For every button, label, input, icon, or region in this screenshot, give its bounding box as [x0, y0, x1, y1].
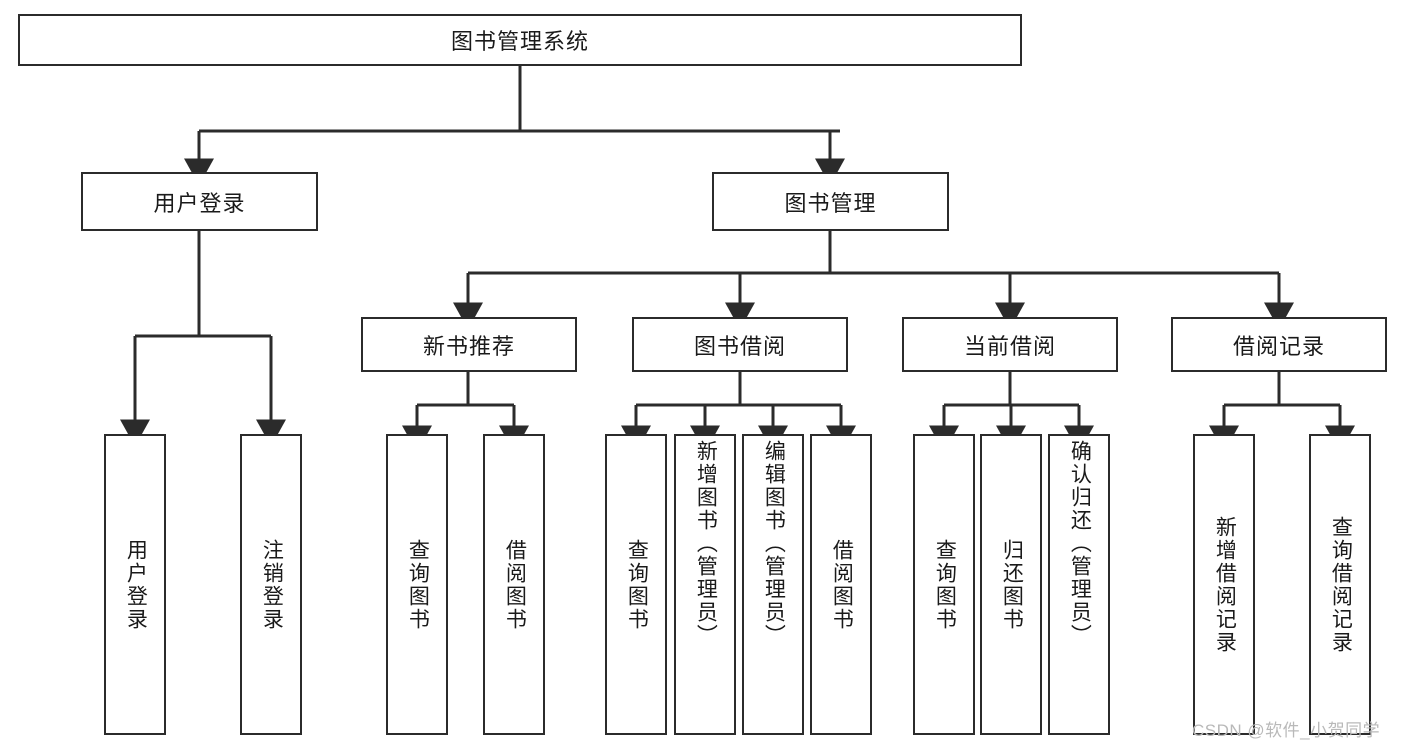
node-label: 查询图书: [933, 538, 957, 631]
leaf-book-borrow-borrow[interactable]: 借阅图书: [810, 434, 872, 735]
leaf-new-book-query[interactable]: 查询图书: [386, 434, 448, 735]
node-book-management[interactable]: 图书管理: [712, 172, 949, 231]
node-label: 新增借阅记录: [1213, 515, 1237, 654]
leaf-borrow-record-add[interactable]: 新增借阅记录: [1193, 434, 1255, 735]
node-label: 确认归还（管理员）: [1068, 440, 1092, 647]
leaf-book-borrow-edit[interactable]: 编辑图书（管理员）: [742, 434, 804, 735]
node-label: 用户登录: [153, 190, 246, 216]
node-label: 借阅图书: [830, 538, 854, 631]
node-label: 注销登录: [260, 538, 284, 631]
node-root-system[interactable]: 图书管理系统: [18, 14, 1022, 66]
node-label: 借阅记录: [1232, 333, 1325, 359]
node-label: 编辑图书（管理员）: [762, 440, 786, 647]
node-book-borrow[interactable]: 图书借阅: [632, 317, 848, 372]
leaf-user-login-login[interactable]: 用户登录: [104, 434, 166, 735]
node-label: 新增图书（管理员）: [694, 440, 718, 647]
node-borrow-record[interactable]: 借阅记录: [1171, 317, 1387, 372]
leaf-new-book-borrow[interactable]: 借阅图书: [483, 434, 545, 735]
node-label: 借阅图书: [503, 538, 527, 631]
node-label: 归还图书: [1000, 538, 1024, 631]
leaf-current-borrow-confirm-return[interactable]: 确认归还（管理员）: [1048, 434, 1110, 735]
leaf-borrow-record-query[interactable]: 查询借阅记录: [1309, 434, 1371, 735]
node-label: 用户登录: [124, 538, 148, 631]
node-label: 新书推荐: [422, 333, 515, 359]
node-label: 图书借阅: [693, 333, 786, 359]
leaf-book-borrow-query[interactable]: 查询图书: [605, 434, 667, 735]
node-label: 查询图书: [406, 538, 430, 631]
node-label: 查询图书: [625, 538, 649, 631]
leaf-current-borrow-query[interactable]: 查询图书: [913, 434, 975, 735]
node-label: 图书管理: [784, 190, 877, 216]
node-label: 查询借阅记录: [1329, 515, 1353, 654]
leaf-user-login-logout[interactable]: 注销登录: [240, 434, 302, 735]
watermark-text: CSDN @软件_小贺同学: [1192, 721, 1381, 740]
node-label: 当前借阅: [963, 333, 1056, 359]
leaf-current-borrow-return[interactable]: 归还图书: [980, 434, 1042, 735]
leaf-book-borrow-add[interactable]: 新增图书（管理员）: [674, 434, 736, 735]
node-current-borrow[interactable]: 当前借阅: [902, 317, 1118, 372]
node-user-login[interactable]: 用户登录: [81, 172, 318, 231]
node-label: 图书管理系统: [450, 29, 589, 54]
node-new-book-recommend[interactable]: 新书推荐: [361, 317, 577, 372]
